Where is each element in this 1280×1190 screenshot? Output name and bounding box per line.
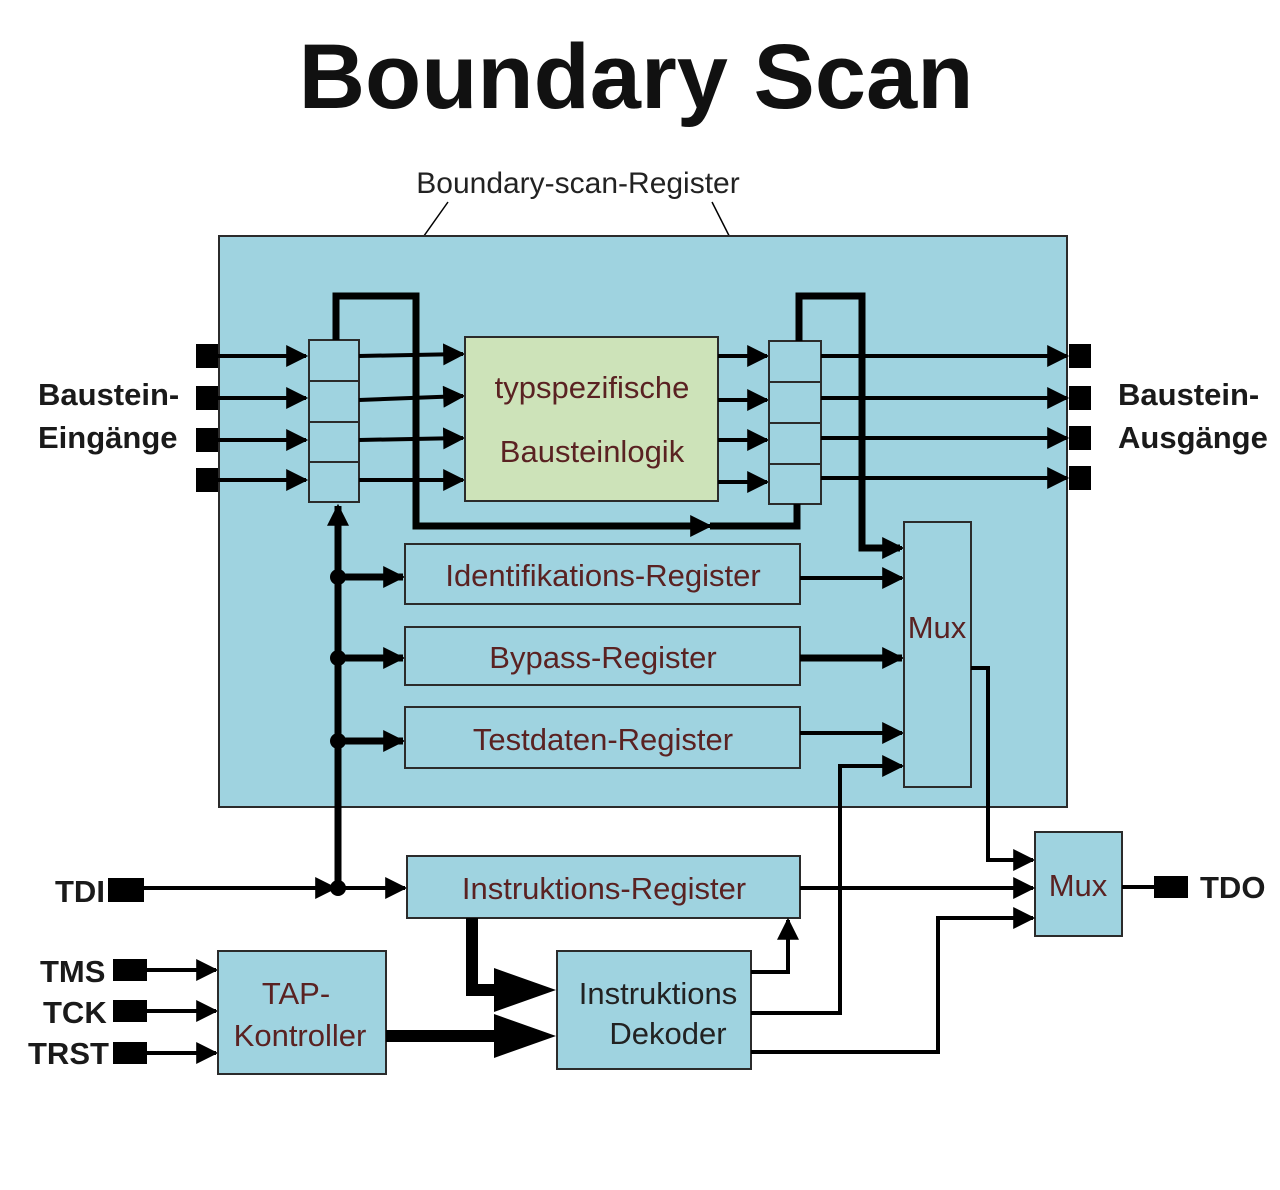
outputs-label-line-1: Baustein- bbox=[1118, 377, 1259, 412]
outputs-label-line-2: Ausgänge bbox=[1118, 420, 1268, 455]
input-arrows bbox=[218, 345, 309, 491]
tdi-pin bbox=[108, 878, 144, 902]
bsr-to-mux-wire bbox=[795, 292, 900, 552]
testdata-register-label: Testdaten-Register bbox=[473, 722, 733, 757]
identification-register-label: Identifikations-Register bbox=[445, 558, 760, 593]
output-pin-4 bbox=[1069, 466, 1091, 490]
tdi-label: TDI bbox=[55, 874, 105, 909]
tap-controller-label-line-2: Kontroller bbox=[234, 1018, 367, 1053]
tap-controller bbox=[217, 950, 387, 1075]
left-bsr-cell-2 bbox=[308, 380, 360, 423]
output-pins bbox=[1069, 344, 1091, 490]
output-pin-2 bbox=[1069, 386, 1091, 410]
tdo-pin bbox=[1154, 876, 1188, 898]
bypass-register-label: Bypass-Register bbox=[489, 640, 716, 675]
right-bsr-cell-2 bbox=[768, 381, 822, 424]
decoder-to-ir-wire bbox=[751, 935, 790, 974]
tck-pin bbox=[113, 1000, 147, 1022]
decoder-to-inner-mux-wire bbox=[751, 764, 885, 1015]
input-pin-1 bbox=[196, 344, 218, 368]
output-pin-1 bbox=[1069, 344, 1091, 368]
scan-chain-wire bbox=[332, 292, 700, 530]
input-pins bbox=[196, 344, 218, 492]
tdo-label: TDO bbox=[1200, 870, 1265, 905]
identification-register bbox=[404, 543, 801, 605]
left-boundary-scan-register bbox=[308, 339, 360, 503]
instruction-decoder-label-line-1: Instruktions bbox=[579, 976, 738, 1011]
instruction-decoder-label-line-2: Dekoder bbox=[609, 1016, 726, 1051]
device-logic-block bbox=[464, 336, 719, 502]
input-pin-4 bbox=[196, 468, 218, 492]
outer-mux bbox=[1034, 831, 1123, 937]
right-bsr-cell-1 bbox=[768, 340, 822, 383]
logic-input-arrows bbox=[358, 343, 466, 491]
inner-mux bbox=[903, 521, 972, 788]
right-boundary-scan-register bbox=[768, 340, 822, 505]
device-logic-label-line-1: typspezifische bbox=[495, 370, 690, 405]
inputs-label-line-1: Baustein- bbox=[38, 377, 179, 412]
tms-pin bbox=[113, 959, 147, 981]
instruction-decoder bbox=[556, 950, 752, 1070]
inner-mux-to-outer-mux-wire bbox=[971, 666, 1020, 862]
tms-label: TMS bbox=[40, 954, 105, 989]
input-pin-2 bbox=[196, 386, 218, 410]
trst-pin bbox=[113, 1042, 147, 1064]
input-pin-3 bbox=[196, 428, 218, 452]
trst-label: TRST bbox=[28, 1036, 109, 1071]
tck-label: TCK bbox=[43, 995, 107, 1030]
left-bsr-cell-4 bbox=[308, 461, 360, 503]
inner-mux-label: Mux bbox=[908, 610, 967, 645]
instruction-register bbox=[406, 855, 801, 919]
boundary-scan-register-callout: Boundary-scan-Register bbox=[416, 167, 739, 200]
tap-controller-label-line-1: TAP- bbox=[262, 976, 330, 1011]
logic-output-arrows bbox=[718, 345, 770, 493]
decoder-to-outer-mux-wire bbox=[751, 916, 1015, 1054]
right-bsr-cell-3 bbox=[768, 422, 822, 465]
left-bsr-cell-3 bbox=[308, 421, 360, 463]
left-bsr-cell-1 bbox=[308, 339, 360, 382]
instruction-register-label: Instruktions-Register bbox=[462, 871, 746, 906]
scan-chain-wire-up bbox=[710, 504, 801, 530]
output-pin-3 bbox=[1069, 426, 1091, 450]
device-logic-label-line-2: Bausteinlogik bbox=[500, 434, 685, 469]
diagram-title: Boundary Scan bbox=[299, 26, 974, 128]
inputs-label-line-2: Eingänge bbox=[38, 420, 178, 455]
right-bsr-cell-4 bbox=[768, 463, 822, 505]
testdata-register bbox=[404, 706, 801, 769]
outer-mux-label: Mux bbox=[1049, 868, 1108, 903]
